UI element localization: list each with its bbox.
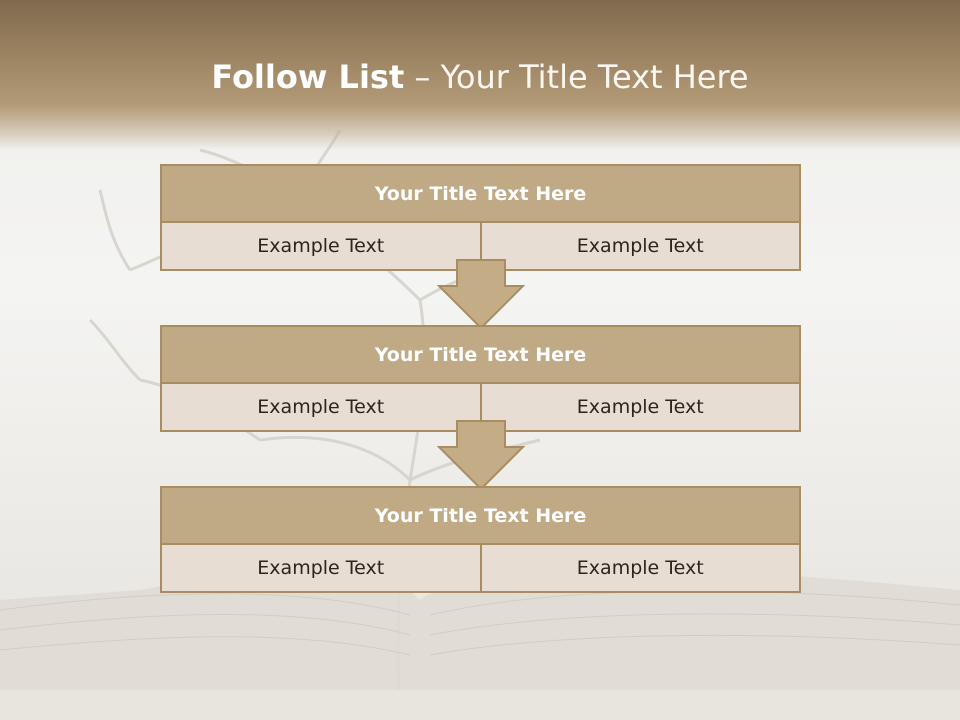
block-title: Your Title Text Here bbox=[162, 488, 799, 545]
list-block-3: Your Title Text Here Example Text Exampl… bbox=[160, 486, 801, 593]
slide-title-rest: – Your Title Text Here bbox=[404, 58, 749, 96]
block-title: Your Title Text Here bbox=[162, 166, 799, 223]
block-cell-right: Example Text bbox=[479, 223, 799, 269]
block-title: Your Title Text Here bbox=[162, 327, 799, 384]
block-row: Example Text Example Text bbox=[162, 545, 799, 591]
list-block-2: Your Title Text Here Example Text Exampl… bbox=[160, 325, 801, 432]
block-cell-right: Example Text bbox=[479, 545, 799, 591]
block-row: Example Text Example Text bbox=[162, 384, 799, 430]
slide-title: Follow List – Your Title Text Here bbox=[0, 52, 960, 102]
down-arrow-icon bbox=[437, 259, 525, 330]
slide-title-bold: Follow List bbox=[211, 58, 405, 96]
header-band bbox=[0, 0, 960, 150]
block-cell-left: Example Text bbox=[162, 545, 480, 591]
list-block-1: Your Title Text Here Example Text Exampl… bbox=[160, 164, 801, 271]
block-cell-left: Example Text bbox=[162, 223, 480, 269]
down-arrow-icon bbox=[437, 420, 525, 491]
block-row: Example Text Example Text bbox=[162, 223, 799, 269]
block-cell-left: Example Text bbox=[162, 384, 480, 430]
block-cell-right: Example Text bbox=[479, 384, 799, 430]
